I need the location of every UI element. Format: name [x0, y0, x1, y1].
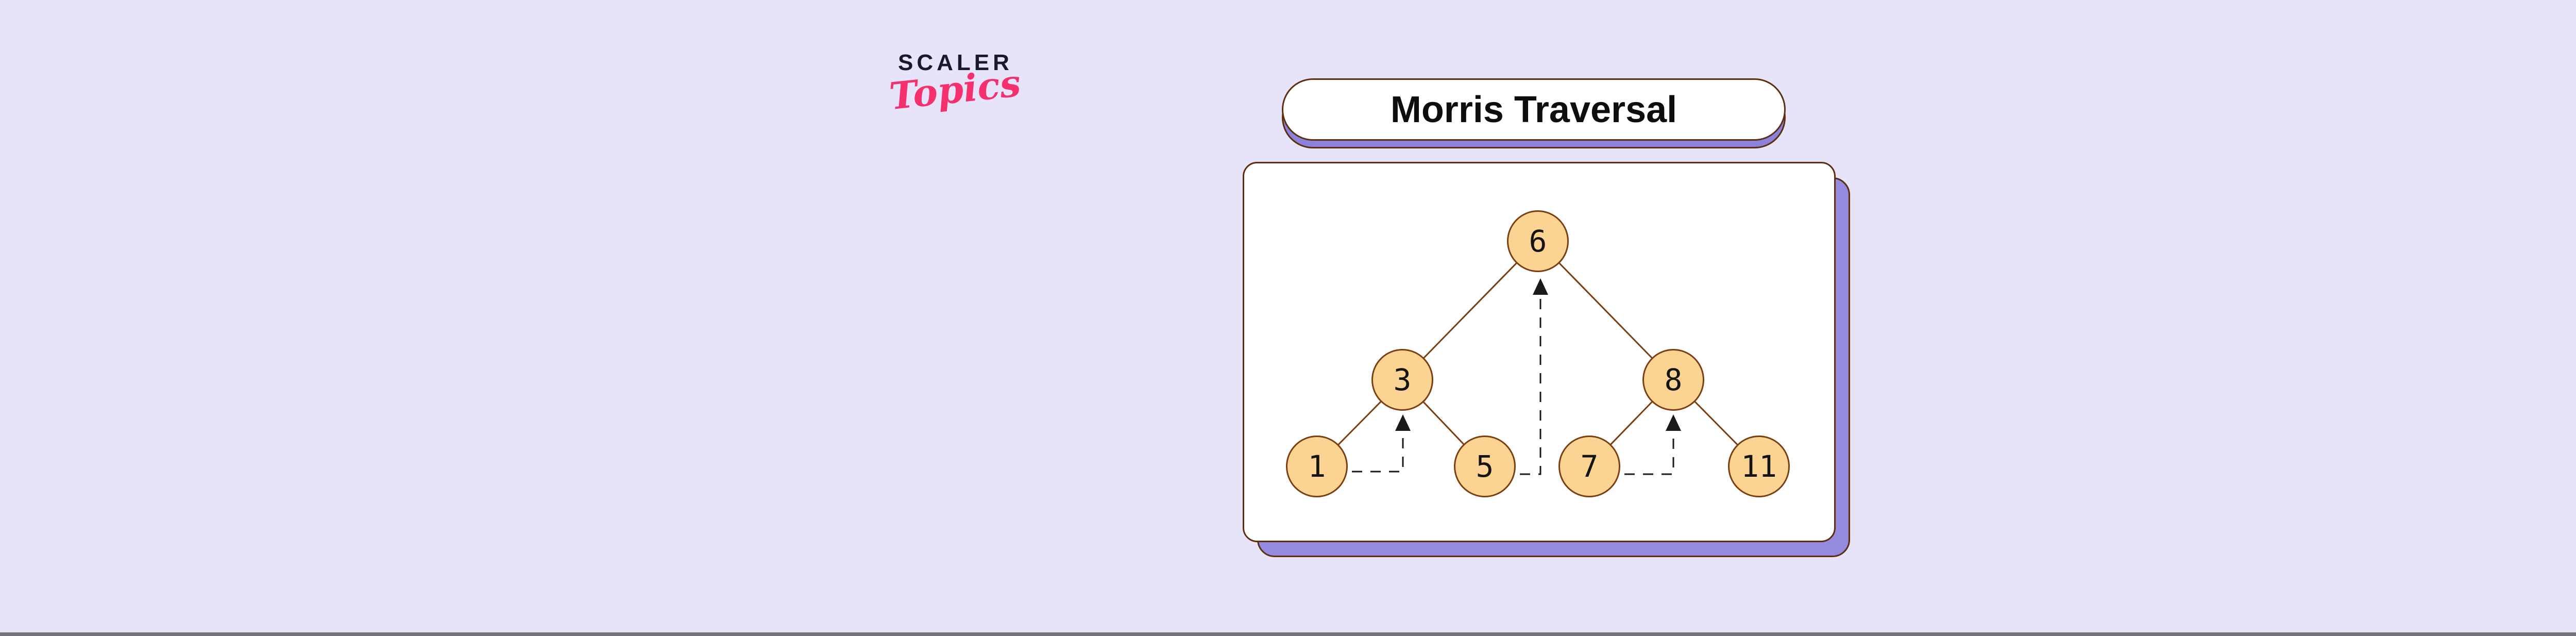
tree-node-1: 1 [1286, 436, 1348, 497]
tree-node-7: 7 [1558, 436, 1620, 497]
tree-node-11: 11 [1728, 436, 1790, 497]
logo-topics-text: Topics [887, 60, 1023, 119]
arrowhead-to-3 [1395, 414, 1411, 431]
arrowhead-to-6 [1533, 278, 1548, 295]
tree-edge-6-8 [1537, 240, 1674, 381]
scaler-topics-logo: SCALER Topics [886, 46, 1041, 144]
thread-arrowheads [1395, 278, 1681, 431]
title-banner: Morris Traversal [1282, 78, 1786, 141]
tree-node-6: 6 [1507, 210, 1569, 272]
thread-5-to-6 [1520, 297, 1541, 475]
thread-1-to-3 [1352, 433, 1404, 473]
bottom-border-bar [0, 632, 2576, 636]
tree-edge-6-3 [1401, 240, 1539, 381]
tree-node-label: 5 [1476, 449, 1494, 484]
morris-threads [1352, 297, 1674, 475]
tree-node-label: 11 [1741, 449, 1777, 484]
arrowhead-to-8 [1666, 414, 1681, 431]
logo-scaler-text: SCALER [898, 50, 1013, 75]
tree-node-3: 3 [1371, 349, 1433, 411]
tree-node-label: 3 [1393, 362, 1412, 397]
tree-node-label: 8 [1664, 362, 1683, 397]
tree-node-label: 1 [1308, 449, 1326, 484]
thread-7-to-8 [1624, 433, 1674, 475]
tree-node-label: 6 [1529, 224, 1547, 259]
tree-node-5: 5 [1454, 436, 1516, 497]
tree-node-8: 8 [1642, 349, 1704, 411]
tree-edges [1316, 240, 1760, 467]
page-title: Morris Traversal [1390, 89, 1677, 130]
tree-node-label: 7 [1580, 449, 1599, 484]
